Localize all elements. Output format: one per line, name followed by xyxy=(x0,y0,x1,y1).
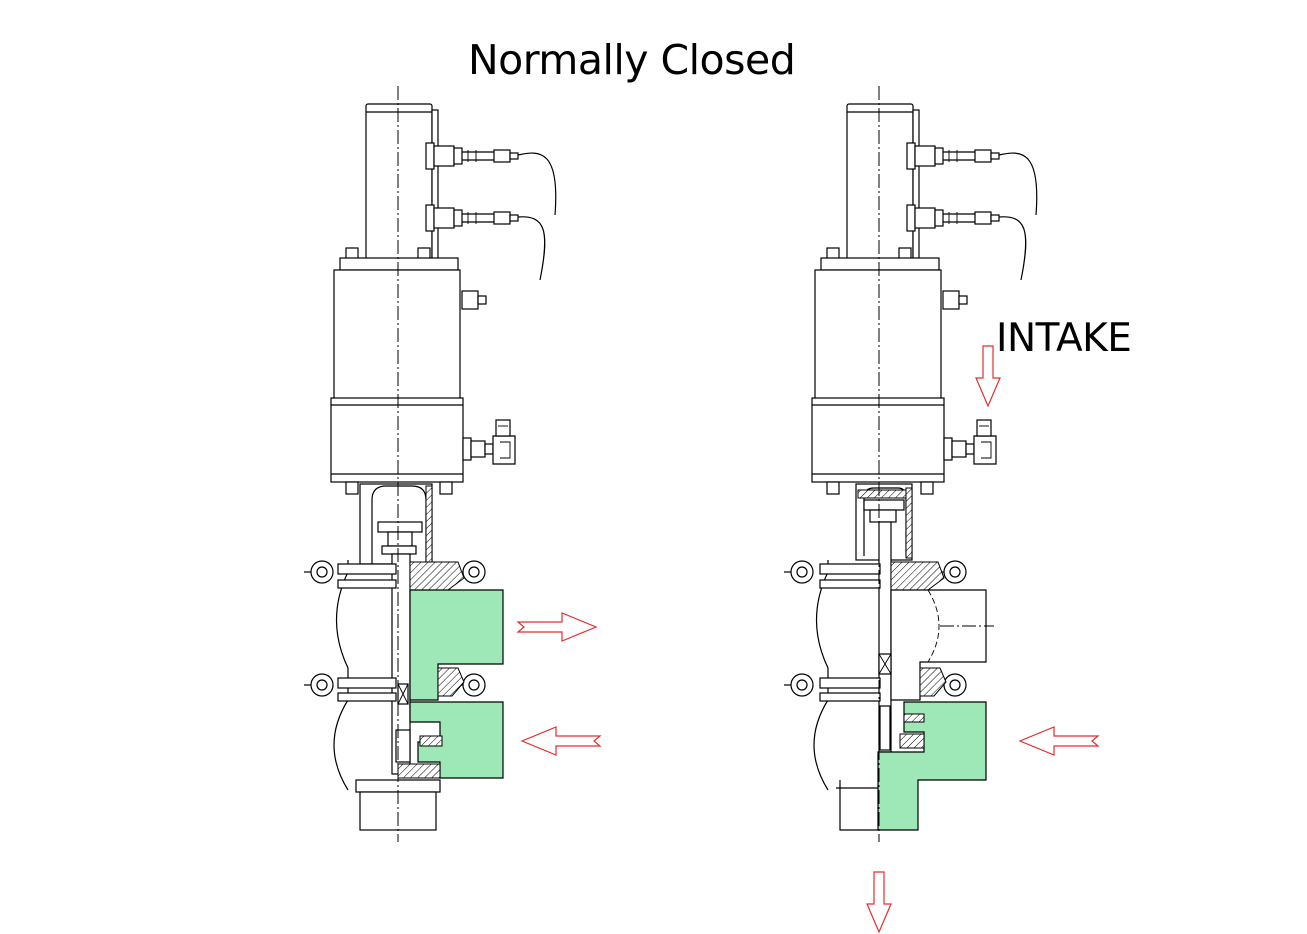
outlet-arrow-down-icon xyxy=(866,871,892,933)
inlet-arrow-icon xyxy=(521,726,601,756)
left-valve xyxy=(303,86,601,842)
inlet-arrow-icon-right xyxy=(1019,726,1099,756)
intake-label: INTAKE xyxy=(996,316,1132,361)
intake-arrow-icon xyxy=(975,345,1001,407)
right-valve xyxy=(783,86,1099,933)
page-title: Normally Closed xyxy=(468,36,796,84)
outlet-arrow-icon xyxy=(517,612,597,642)
